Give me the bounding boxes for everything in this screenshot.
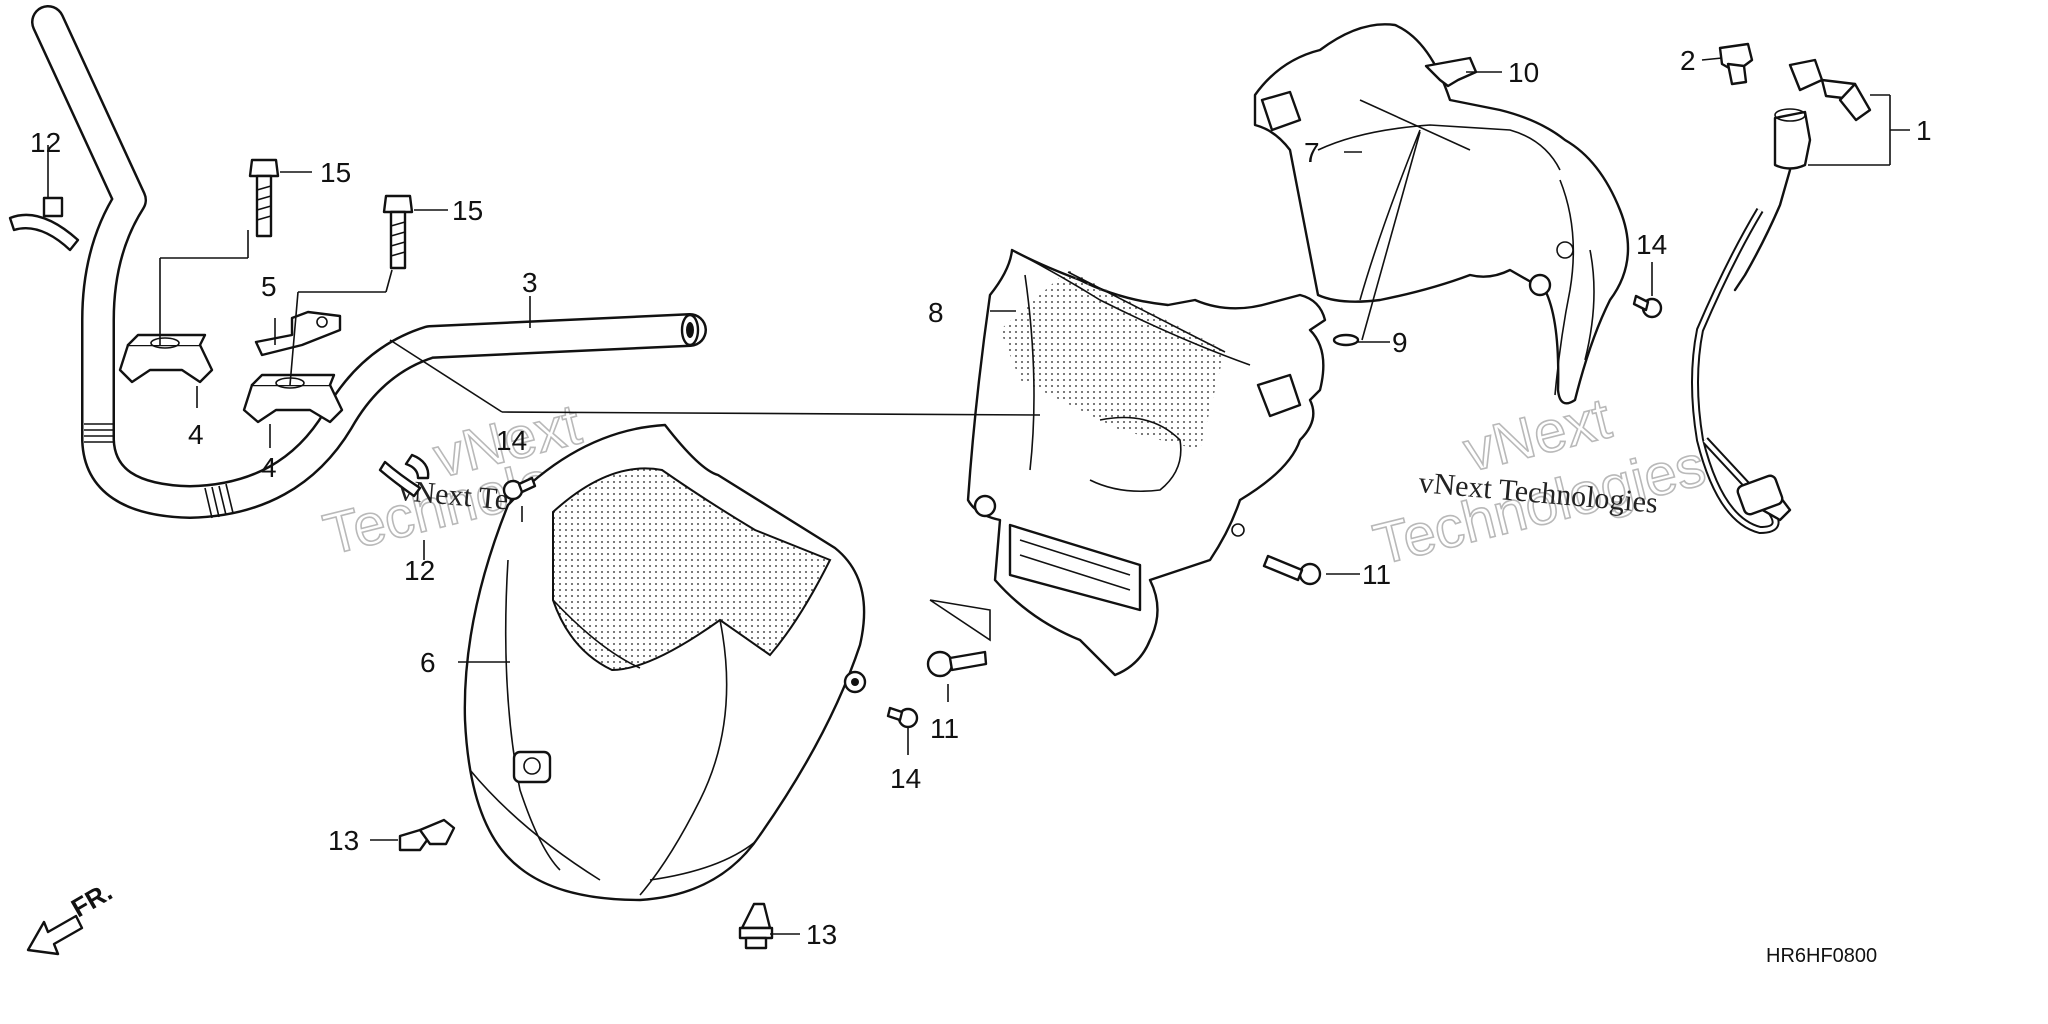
callout-13-bottom: 13 <box>806 919 837 950</box>
callout-14-right: 14 <box>1636 229 1667 260</box>
callout-15-left: 15 <box>320 157 351 188</box>
callout-3: 3 <box>522 267 538 298</box>
callout-13-left: 13 <box>328 825 359 856</box>
bolt-15-left[interactable] <box>248 158 280 238</box>
handlebar-upper-holder-right[interactable] <box>242 373 344 424</box>
callout-11-lower: 11 <box>930 713 959 744</box>
trim-clip-13-left[interactable] <box>398 818 456 852</box>
callout-1: 1 <box>1916 115 1932 146</box>
diagram-code: HR6HF0800 <box>1766 945 1877 967</box>
callout-14-lower: 14 <box>890 763 921 794</box>
grommet-9[interactable] <box>1332 333 1360 347</box>
leader-lines <box>47 57 1910 935</box>
callout-10: 10 <box>1508 57 1539 88</box>
callout-11-case: 11 <box>1362 559 1391 590</box>
bolt-15-right[interactable] <box>382 194 414 270</box>
callout-5: 5 <box>261 271 277 302</box>
callouts: 1 2 3 4 4 5 6 7 8 9 10 11 11 12 12 13 13… <box>30 45 1932 950</box>
front-direction-indicator: FR. <box>26 876 117 956</box>
bracket[interactable] <box>254 310 342 357</box>
handlebar-upper-holder-left[interactable] <box>118 333 214 384</box>
callout-12-top: 12 <box>30 127 61 158</box>
cable-band-12-top[interactable] <box>8 196 80 252</box>
callout-9: 9 <box>1392 327 1408 358</box>
callout-7: 7 <box>1304 137 1320 168</box>
handlebar[interactable] <box>31 5 707 519</box>
cable-band-12-middle[interactable] <box>378 453 430 498</box>
bolt-11-case[interactable] <box>1262 554 1322 586</box>
callout-14-left: 14 <box>496 425 527 456</box>
callout-4-right: 4 <box>261 452 277 483</box>
callout-12-middle: 12 <box>404 555 435 586</box>
front-arrow-icon <box>26 914 84 956</box>
screw-14-left[interactable] <box>502 476 537 501</box>
callout-15-right: 15 <box>452 195 483 226</box>
clip-10[interactable] <box>1424 56 1478 88</box>
grip-knurl-left <box>84 423 234 519</box>
callout-8: 8 <box>928 297 944 328</box>
screw-14-lower[interactable] <box>886 706 919 729</box>
screw-14-right[interactable] <box>1632 294 1663 319</box>
meter-cowl[interactable] <box>1253 23 1630 405</box>
ignition-key[interactable] <box>1788 58 1872 122</box>
callout-6: 6 <box>420 647 436 678</box>
watermark-right: Technologies vNext vNext Technologies <box>1367 385 1713 579</box>
ignition-switch[interactable] <box>1691 108 1812 535</box>
trim-clip-13-bottom[interactable] <box>738 902 774 950</box>
headlight-case[interactable] <box>966 248 1327 677</box>
key-cylinder-2[interactable] <box>1718 42 1754 86</box>
headlight-cover[interactable] <box>463 423 867 902</box>
callout-4-left: 4 <box>188 419 204 450</box>
bolt-11-lower[interactable] <box>926 650 988 678</box>
callout-2: 2 <box>1680 45 1696 76</box>
